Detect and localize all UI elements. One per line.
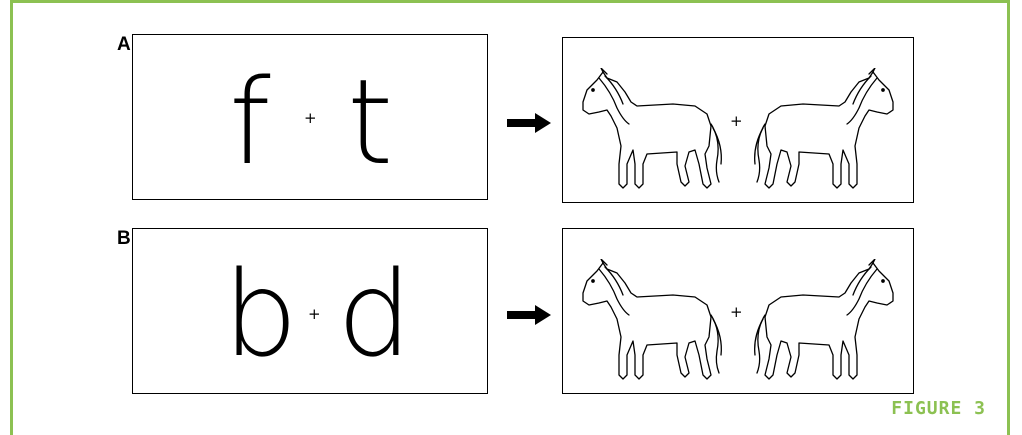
horse-box-b: +	[562, 228, 914, 394]
horse-box-a: +	[562, 37, 914, 203]
right-arrow-icon	[507, 305, 551, 325]
letter-right-a: t	[347, 53, 394, 191]
plus-sign-a: +	[304, 109, 317, 127]
horse-facing-right-icon	[754, 259, 894, 380]
horse-facing-right-icon	[754, 68, 894, 189]
horse-plus-sign-a: +	[730, 112, 743, 130]
right-arrow-icon	[507, 113, 551, 133]
letter-left-a: f	[229, 53, 271, 191]
horse-facing-left-icon	[582, 68, 722, 189]
letter-box-a: f + t	[132, 34, 488, 200]
figure-frame	[10, 0, 1010, 435]
letter-right-b: d	[337, 245, 412, 383]
horse-facing-left-icon	[582, 259, 722, 380]
horse-plus-sign-b: +	[730, 303, 743, 321]
figure-caption: FIGURE 3	[891, 398, 986, 419]
panel-label-b: B	[117, 228, 131, 249]
letter-box-b: b + d	[132, 228, 488, 394]
plus-sign-b: +	[308, 305, 321, 323]
panel-label-a: A	[117, 34, 131, 55]
letter-left-b: b	[223, 245, 298, 383]
